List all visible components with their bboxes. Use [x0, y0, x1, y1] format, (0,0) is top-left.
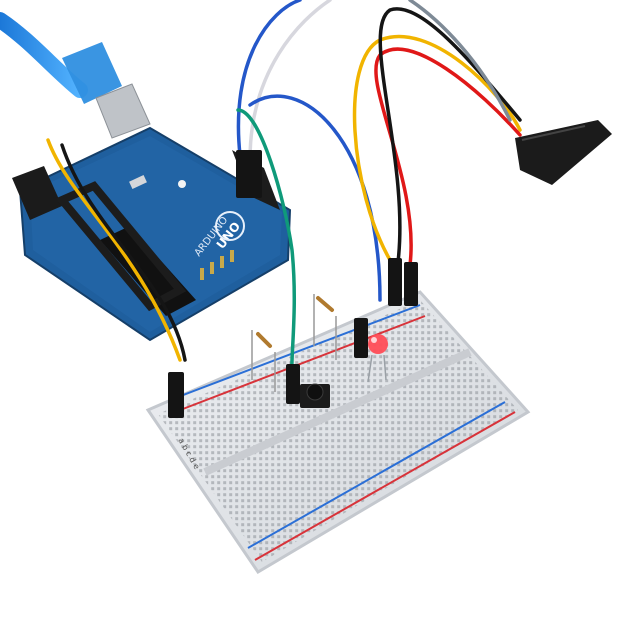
wire-blue-top	[236, 0, 302, 157]
wire-green	[236, 108, 296, 382]
jumper-connector-mid	[286, 364, 300, 404]
rail-red-bottom	[254, 411, 516, 561]
push-button	[300, 383, 330, 408]
wire-yellow-top	[352, 34, 522, 262]
red-led	[367, 334, 388, 383]
rail-blue-bottom	[247, 401, 506, 549]
wire-red-top	[374, 47, 522, 267]
jumper-connector-left	[168, 372, 184, 418]
wire-yellow-left	[46, 138, 182, 362]
header-connector-board	[236, 150, 262, 198]
resistor-left	[251, 330, 276, 392]
breadboard: a b c d e	[145, 290, 531, 575]
sensor-module	[515, 120, 612, 185]
wire-white-top	[248, 0, 332, 162]
center-channel	[203, 348, 472, 476]
wire-black-top	[378, 7, 522, 264]
jumper-connector-top-pair-a	[388, 258, 402, 306]
arduino-uno-board: ARDUINO UNO	[12, 126, 292, 342]
resistor-right	[313, 294, 337, 360]
wire-black-left	[60, 143, 187, 362]
wire-blue-long	[248, 94, 382, 302]
usb-cable	[0, 12, 151, 139]
arduino-logo-icon	[215, 211, 245, 241]
jumper-connector-right	[354, 318, 368, 358]
jumper-connector-top-pair-b	[404, 262, 418, 306]
wire-gray-top	[408, 0, 512, 122]
rail-red-top	[174, 315, 426, 413]
power-jack	[12, 166, 62, 220]
rail-blue-top	[169, 304, 421, 401]
